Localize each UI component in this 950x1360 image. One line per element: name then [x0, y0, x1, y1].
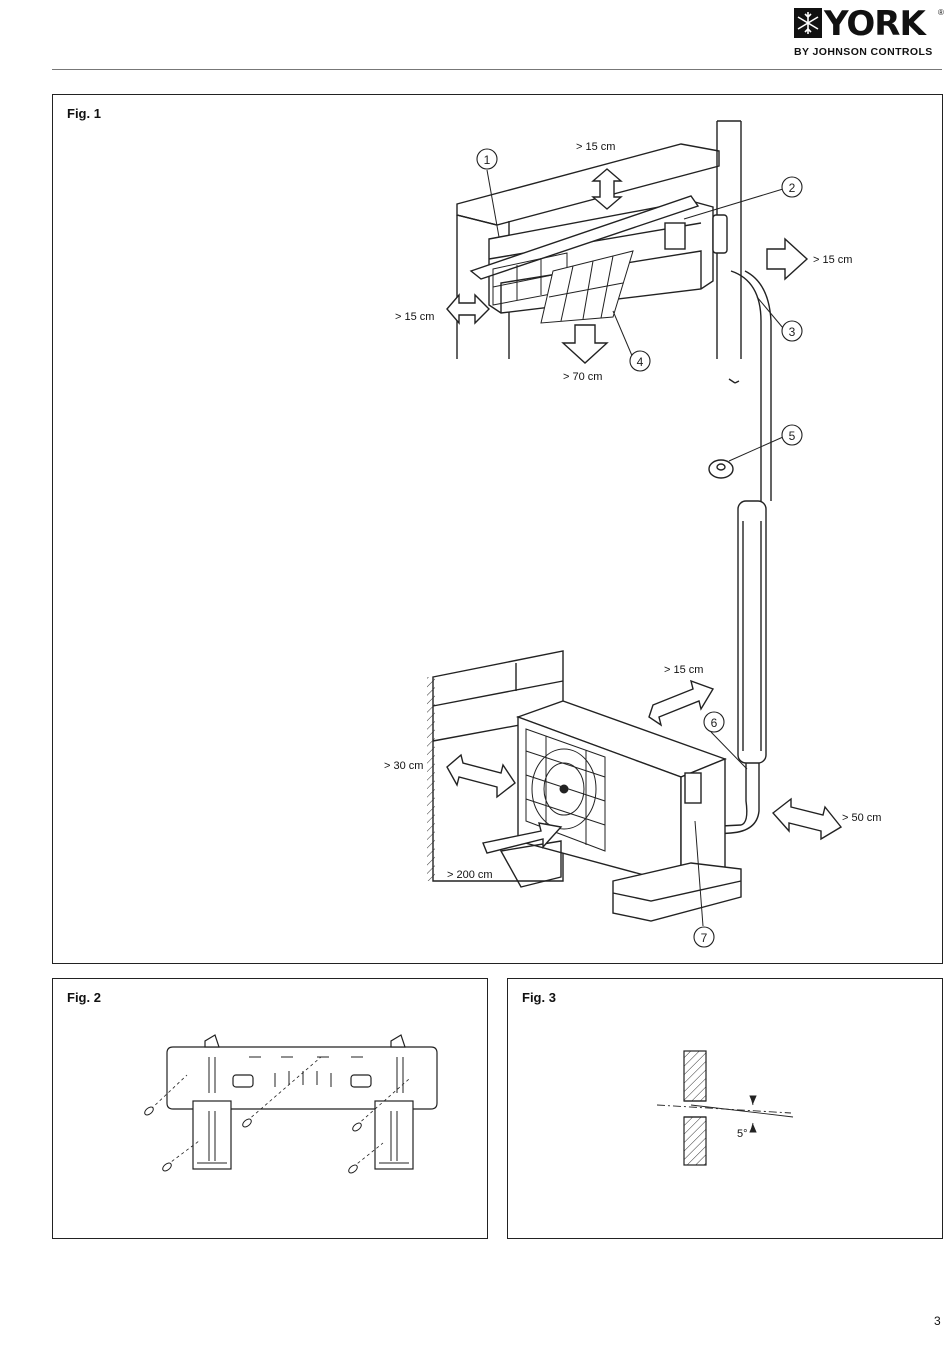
refrigerant-pipe — [730, 270, 762, 501]
service-valve-cover — [684, 772, 702, 804]
callout-7-text: 7 — [701, 931, 708, 945]
screw-icon — [242, 1118, 252, 1128]
figure-1-panel: Fig. 1 — [52, 94, 943, 964]
arrow-outdoor-wall — [446, 753, 516, 799]
callout-6 — [703, 711, 725, 733]
wall-lower — [683, 1116, 707, 1166]
callout-5-text: 5 — [789, 429, 796, 443]
control-box — [664, 222, 686, 250]
outdoor-support — [499, 840, 562, 888]
brand-tagline: BY JOHNSON CONTROLS — [794, 46, 933, 58]
angle-label: 5° — [737, 1128, 748, 1140]
callout-4 — [629, 350, 651, 372]
callout-5 — [781, 424, 803, 446]
figure-3-label: Fig. 3 — [522, 990, 556, 1005]
figure-2-label: Fig. 2 — [67, 990, 101, 1005]
brand-name: YORK — [824, 4, 926, 44]
slope-line — [690, 1104, 794, 1118]
callout-2 — [781, 176, 803, 198]
callout-4-text: 4 — [637, 355, 644, 369]
insulated-pipe — [737, 500, 767, 764]
figure-2-panel: Fig. 2 — [52, 978, 488, 1239]
mounting-plate-diagram — [144, 1034, 438, 1174]
screw-icon — [144, 1106, 154, 1116]
page-number: 3 — [934, 1314, 941, 1328]
clearance-outdoor-side: > 50 cm — [842, 812, 881, 824]
callout-3 — [781, 320, 803, 342]
snowflake-icon — [794, 8, 822, 38]
bracket-right — [374, 1100, 414, 1170]
figure-3-panel: Fig. 3 5° — [507, 978, 943, 1239]
arrow-outdoor-side — [771, 797, 843, 841]
clearance-top: > 15 cm — [576, 141, 615, 153]
callout-2-text: 2 — [789, 181, 796, 195]
screw-icon — [352, 1122, 362, 1132]
figure-1-label: Fig. 1 — [67, 106, 101, 121]
clearance-outdoor-front: > 200 cm — [447, 869, 493, 881]
screw-icon — [348, 1164, 358, 1174]
bracket-left — [192, 1100, 232, 1170]
tape-roll — [708, 459, 734, 479]
clearance-outdoor-top: > 15 cm — [664, 664, 703, 676]
arrow-left — [446, 293, 490, 325]
arrow-top — [591, 168, 623, 210]
york-logo: YORK ® BY JOHNSON CONTROLS — [792, 4, 944, 62]
clearance-outdoor-wall: > 30 cm — [384, 760, 423, 772]
clearance-bottom: > 70 cm — [563, 371, 602, 383]
arrow-right — [766, 237, 809, 281]
mounting-plate — [166, 1046, 438, 1110]
callout-3-text: 3 — [789, 325, 796, 339]
callout-1 — [476, 148, 498, 170]
callout-6-text: 6 — [711, 716, 718, 730]
fan-grille — [525, 728, 606, 852]
installation-diagram: 1 2 3 4 5 6 7 > 15 cm > 15 cm > 15 cm > … — [384, 120, 881, 948]
wall-upper — [683, 1050, 707, 1102]
arrow-outdoor-front — [482, 822, 563, 854]
clearance-left: > 15 cm — [395, 311, 434, 323]
header-divider — [52, 69, 942, 70]
callout-7 — [693, 926, 715, 948]
callout-1-text: 1 — [484, 153, 491, 167]
air-filter — [540, 250, 634, 324]
screw-icon — [162, 1162, 172, 1172]
arrow-outdoor-top — [648, 679, 715, 727]
front-flap — [469, 195, 700, 280]
wall-hole-angle-diagram: 5° — [656, 1050, 794, 1166]
registered-mark: ® — [938, 8, 944, 17]
arrow-bottom — [561, 324, 609, 364]
clearance-right: > 15 cm — [813, 254, 852, 266]
